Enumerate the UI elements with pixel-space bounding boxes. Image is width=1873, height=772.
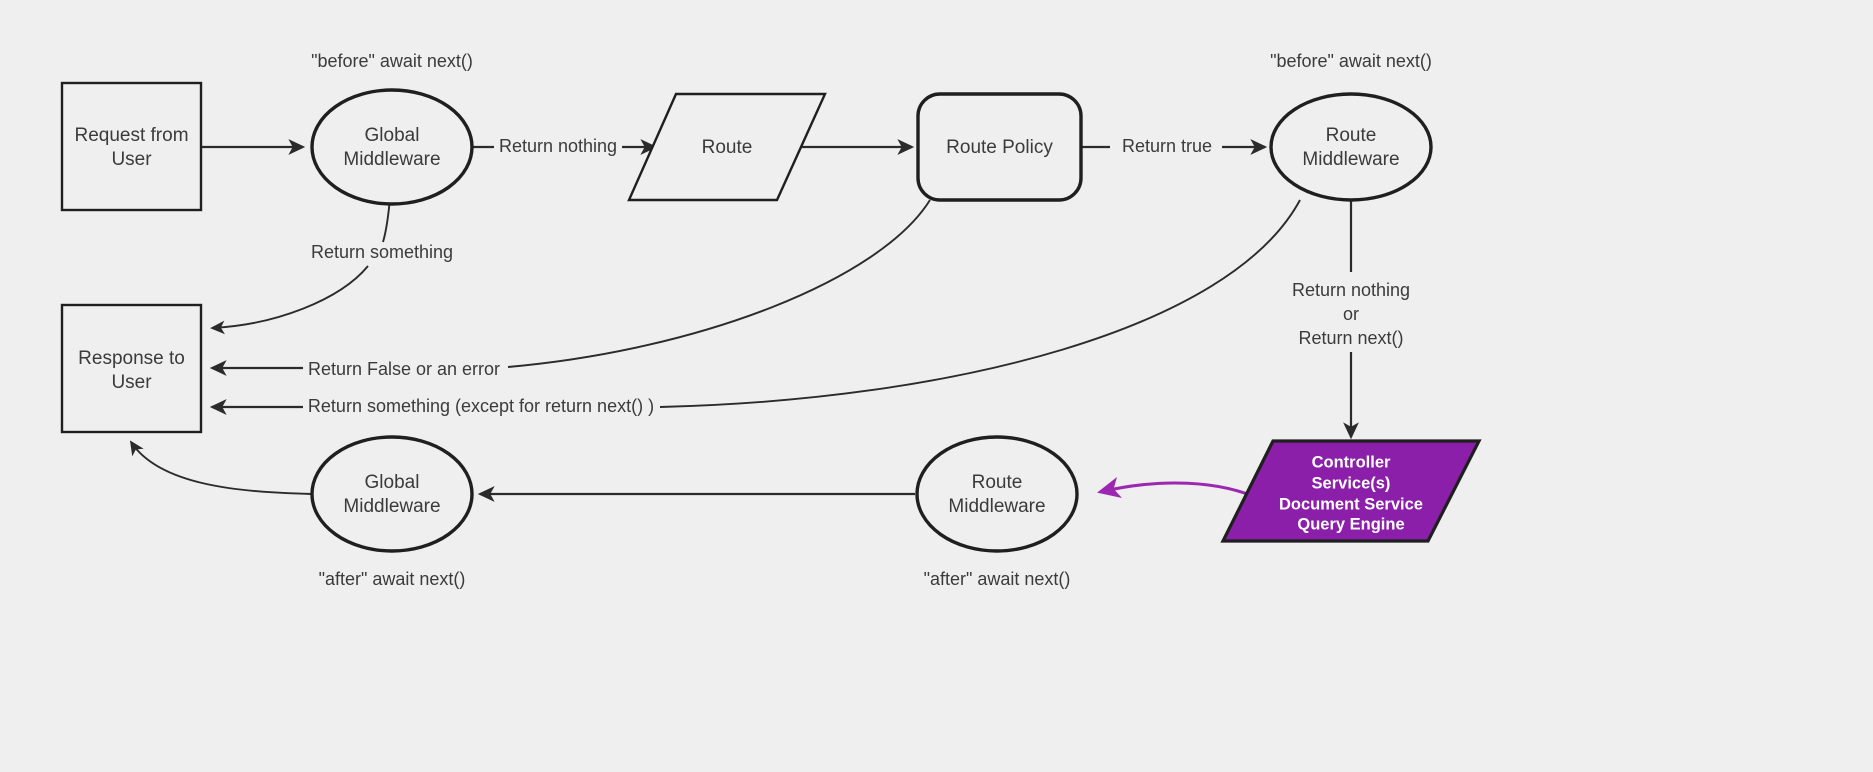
- edge-label-return-something: Return something: [311, 242, 453, 262]
- node-response-to-user[interactable]: Response to User: [60, 303, 203, 434]
- node-controller-services[interactable]: Controller Service(s) Document Service Q…: [1220, 439, 1482, 543]
- node-controller-services-line1: Controller: [1312, 453, 1391, 471]
- node-global-middleware-top[interactable]: Global Middleware: [310, 88, 474, 206]
- annotation-before-await-next-route: "before" await next(): [1270, 51, 1432, 71]
- edge-global-middleware-bottom-to-response: [129, 440, 312, 495]
- edge-label-return-nothing-or-next-line3: Return next(): [1298, 328, 1403, 348]
- node-route[interactable]: Route: [627, 92, 827, 202]
- node-global-middleware-top-line1: Global: [365, 125, 420, 146]
- node-request-from-user-line1: Request from: [74, 125, 188, 146]
- edge-label-return-nothing-or-next-line1: Return nothing: [1292, 280, 1410, 300]
- edge-route-policy-return-false-curve: [507, 199, 931, 368]
- node-route-middleware-bottom-line2: Middleware: [948, 496, 1045, 517]
- annotation-before-await-next-global: "before" await next(): [311, 51, 473, 71]
- edge-label-return-true: Return true: [1122, 136, 1212, 156]
- edge-controller-to-route-middleware-bottom: [1097, 476, 1263, 502]
- edge-label-return-false-or-error: Return False or an error: [308, 359, 500, 379]
- node-response-to-user-line2: User: [111, 372, 152, 393]
- node-controller-services-line3: Document Service: [1279, 495, 1423, 513]
- node-controller-services-line2: Service(s): [1312, 474, 1391, 492]
- node-route-middleware-bottom-line1: Route: [972, 472, 1023, 493]
- annotation-after-await-next-global: "after" await next(): [319, 569, 466, 589]
- node-route-label: Route: [702, 137, 753, 158]
- edge-global-middleware-return-something-lower: [210, 265, 369, 335]
- node-global-middleware-bottom[interactable]: Global Middleware: [310, 435, 474, 553]
- edge-route-middleware-return-something-curve: [659, 199, 1301, 408]
- edge-label-return-something-except: Return something (except for return next…: [308, 396, 654, 416]
- node-controller-services-line4: Query Engine: [1297, 515, 1404, 533]
- node-route-middleware-top-line1: Route: [1326, 125, 1377, 146]
- node-response-to-user-line1: Response to: [78, 348, 185, 369]
- node-route-policy-label: Route Policy: [946, 137, 1053, 158]
- node-global-middleware-bottom-line2: Middleware: [343, 496, 440, 517]
- node-controller-services-shape: [1220, 439, 1482, 543]
- edge-label-return-nothing-or-next-line2: or: [1343, 304, 1359, 324]
- node-route-middleware-top[interactable]: Route Middleware: [1269, 92, 1433, 202]
- node-request-from-user[interactable]: Request from User: [60, 81, 203, 212]
- node-route-middleware-bottom[interactable]: Route Middleware: [915, 435, 1079, 553]
- edge-label-return-nothing: Return nothing: [499, 136, 617, 156]
- node-global-middleware-top-line2: Middleware: [343, 149, 440, 170]
- node-global-middleware-bottom-line1: Global: [365, 472, 420, 493]
- node-route-middleware-top-line2: Middleware: [1302, 149, 1399, 170]
- annotation-after-await-next-route: "after" await next(): [924, 569, 1071, 589]
- node-request-from-user-line2: User: [111, 149, 152, 170]
- node-route-policy[interactable]: Route Policy: [916, 92, 1083, 202]
